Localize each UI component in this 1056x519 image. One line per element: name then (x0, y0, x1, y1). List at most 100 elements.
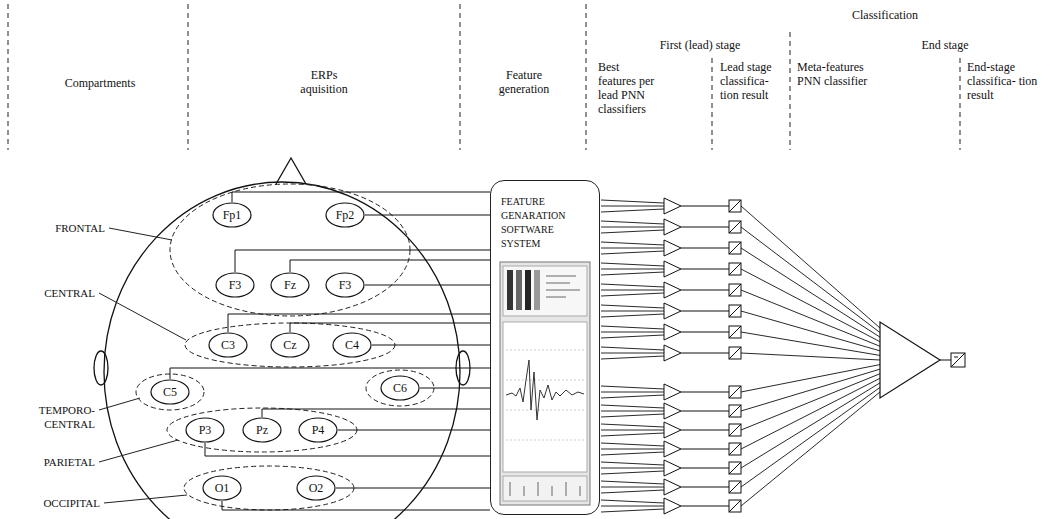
feature-wire (601, 209, 664, 212)
electrode-shape (271, 333, 309, 357)
separator-line (790, 32, 791, 150)
screenshot-strip (503, 476, 587, 501)
electrode-name: P3 (199, 423, 212, 437)
separator-line (960, 58, 961, 150)
result-icon-slash (729, 405, 741, 417)
separator-line (460, 4, 461, 150)
electrode-shape (203, 476, 241, 500)
electrode-name: C4 (345, 338, 359, 352)
electrode-ellipse: C5 (150, 379, 190, 405)
screenshot-plot (503, 322, 587, 472)
result-icon (729, 443, 741, 455)
electrode-name: C6 (393, 381, 407, 395)
feature-wire (601, 272, 664, 275)
meta-feature-wire (741, 248, 880, 337)
column-heading: Feature generation (488, 68, 560, 96)
lead-classifier (601, 345, 880, 361)
column-heading: Meta-features PNN classifier (797, 60, 885, 88)
result-icon (729, 284, 741, 296)
leader-lines (99, 228, 187, 503)
nose-shape (276, 158, 306, 184)
pnn-triangle (664, 422, 681, 438)
feature-wire (601, 347, 664, 350)
result-wire (681, 487, 729, 488)
feature-wire (601, 293, 664, 296)
column-heading: Best features per lead PNN classifiers (598, 60, 656, 116)
screenshot-line (546, 296, 566, 298)
feature-wire (601, 335, 664, 338)
result-icon-slash (729, 326, 741, 338)
feature-wire (601, 481, 664, 484)
feature-wire (601, 405, 664, 408)
section-title: Classification (830, 8, 940, 22)
signal-wire (365, 215, 490, 216)
feature-wire (601, 452, 664, 455)
result-icon-slash (729, 443, 741, 455)
electrode-shape (326, 273, 364, 297)
feature-wire (601, 269, 664, 270)
feature-wire (601, 206, 664, 207)
electrode-shape (213, 203, 251, 227)
electrode-name: O2 (309, 481, 324, 495)
feature-wire (601, 263, 664, 266)
electrode-ellipse: O2 (296, 475, 336, 501)
electrode-shape (271, 273, 309, 297)
signal-wire (222, 501, 490, 510)
electrode-shape (243, 418, 281, 442)
electrode-name: F3 (229, 278, 242, 292)
signal-wire (290, 323, 490, 332)
electrode-name: O1 (215, 481, 230, 495)
pnn-triangle (664, 479, 681, 495)
electrode-ellipse: C3 (208, 332, 248, 358)
column-separators (8, 4, 960, 150)
electrode-shape (186, 418, 224, 442)
signal-wire (205, 443, 490, 456)
pnn-triangle (664, 219, 681, 235)
feature-wire (601, 449, 664, 450)
result-icon (729, 386, 741, 398)
result-icon-slash (951, 353, 965, 367)
result-icon-slash (729, 242, 741, 254)
result-icon (729, 263, 741, 275)
pnn-triangle (664, 498, 681, 514)
compartment-outlines (136, 184, 434, 510)
result-wire (681, 506, 729, 507)
feature-wire (601, 356, 664, 359)
feature-wire (601, 506, 664, 507)
lead-classifiers (601, 198, 880, 514)
pnn-triangle (664, 345, 681, 361)
grid-line (506, 350, 584, 351)
electrode-ellipse: Cz (270, 332, 310, 358)
software-box: FEATURE GENARATION SOFTWARE SYSTEM (490, 180, 600, 515)
signal-wire (228, 314, 490, 332)
feature-wire (601, 242, 664, 245)
feature-wire (601, 411, 664, 412)
result-icon (729, 481, 741, 493)
feature-wire (601, 443, 664, 446)
signal-wire (372, 345, 490, 346)
result-icon-slash (729, 462, 741, 474)
feature-wire (601, 314, 664, 317)
signal-wire (365, 285, 490, 286)
grid-line (506, 410, 584, 411)
result-icon-slash (729, 221, 741, 233)
electrode-shape (333, 333, 371, 357)
result-icon (729, 405, 741, 417)
leader-line (99, 440, 178, 462)
electrode-name: C5 (163, 385, 177, 399)
feature-wire (601, 230, 664, 233)
lead-classifier (601, 198, 880, 328)
compartment-label: TEMPORO- CENTRAL (10, 403, 95, 431)
electrode-shape (151, 380, 189, 404)
result-wire (681, 449, 729, 450)
result-icon (729, 242, 741, 254)
feature-wire (601, 487, 664, 488)
result-icon (729, 200, 741, 212)
result-wire (681, 290, 729, 291)
tick-line (580, 486, 581, 496)
screenshot-panel (503, 266, 587, 316)
meta-feature-wire (741, 369, 880, 411)
electrode-name: F3 (339, 278, 352, 292)
separator-line (188, 4, 189, 150)
lead-classifier (601, 303, 880, 351)
